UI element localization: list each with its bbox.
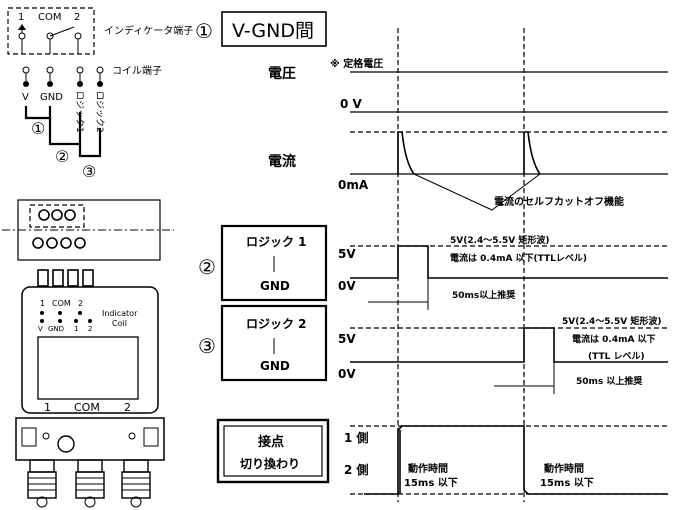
section2-note-1: 5V(2.4～5.5V 矩形波) [450,234,549,246]
section1-marker: ① [195,19,213,43]
op-time-label-b: 動作時間 [544,462,584,475]
device-top-view [2,199,174,261]
section3-marker: ③ [198,334,216,358]
front-coil-v: V [38,325,43,333]
indicator-contact-2 [74,32,82,40]
front-port-2: 2 [124,401,131,414]
op-time-value-a: 15ms 以下 [404,477,458,489]
sma-connector-com [75,459,105,508]
bracket-3 [78,128,102,158]
section2-marker: ② [198,255,216,279]
device-top-connector [29,204,85,228]
bracket-2 [48,112,82,146]
indicator-switch-arm [49,26,75,37]
front-pin-1: 1 [40,299,45,308]
section2-pulse-note: 50ms以上推奨 [452,289,516,301]
section3-box-bottom: GND [260,359,290,373]
relay-schematic: 1 COM 2 インディケータ端子 コイル端子 V [7,7,193,181]
section2-box-bottom: GND [260,279,290,293]
indicator-pin-1-label: 1 [18,12,24,23]
coil-pin-v: V [22,92,29,103]
section2-pulse [350,245,668,279]
section3-low-label: 0V [338,367,356,381]
section-logic1: ② ロジック 1 GND 5V 0V 5V(2.4～5.5V 矩形波) 電流は … [198,224,668,310]
indicator-terminal-label: インディケータ端子 [104,24,193,37]
indicator-dashed-box [7,7,95,55]
section2-box-top: ロジック 1 [246,235,307,249]
bracket-marker-1: ① [31,119,45,138]
device-mount-plate [15,417,165,461]
section-v-gnd: ① V-GND間 電圧 ※ 定格電圧 0 V 電流 0mA 電流のセルフカットオ… [195,11,668,211]
bracket-marker-3: ③ [82,162,96,181]
section2-low-label: 0V [338,279,356,293]
section2-note-2: 電流は 0.4mA 以下(TTLレベル) [450,252,587,264]
indicator-contact-1 [18,32,26,40]
indicator-com-label: COM [38,12,61,23]
section3-box [220,304,328,382]
section3-pulse [350,327,668,363]
sma-connector-1 [27,459,57,508]
sma-connector-2 [121,459,151,508]
op-time-value-b: 15ms 以下 [540,477,594,489]
section3-pulse-note: 50ms 以上推奨 [576,375,643,387]
coil-pin-gnd: GND [40,92,63,103]
section-logic2: ③ ロジック 2 GND 5V 0V 5V(2.4～5.5V 矩形波) 電流は … [198,304,668,394]
op-time-label-a: 動作時間 [408,462,448,475]
indicator-arrow-icon [18,24,26,30]
section-contact-switch: 接点 切り換わり 1 側 2 側 動作時間 15ms 以下 動作時間 15ms … [216,418,668,495]
section4-outer-box [216,418,330,484]
side1-label: 1 側 [344,430,369,445]
cutoff-envelope [413,173,541,211]
device-front-view: 1 COM 2 V GND 1 2 Indicator Coil 1 COM 2 [15,269,165,508]
device-front-body [21,286,159,414]
coil-pin-logic2: ロジック2 [94,91,105,133]
current-waveform-2 [523,131,541,175]
device-label-window [37,336,139,400]
indicator-pin-2-label: 2 [74,12,80,23]
voltage-zero-label: 0 V [340,97,363,111]
front-indicator-text: Indicator [102,309,138,318]
contact-switch-wave-1 [364,425,668,495]
bracket-marker-2: ② [55,147,69,166]
current-label: 電流 [268,153,296,170]
front-pin-com: COM [52,299,71,308]
section3-note-1: 5V(2.4～5.5V 矩形波) [562,315,661,327]
section3-high-label: 5V [338,332,356,346]
section3-note-3: (TTL レベル) [588,351,645,362]
current-zero-label: 0mA [338,178,369,192]
section3-box-top: ロジック 2 [246,317,307,331]
section4-inner-box [223,425,323,477]
section2-high-label: 5V [338,247,356,261]
section1-title-box [221,11,327,47]
coil-pin-logic1: ロジック1 [74,91,85,133]
voltage-label: 電圧 [268,65,296,82]
coil-terminal-label: コイル端子 [112,64,162,77]
section2-box [220,224,328,302]
section3-note-2: 電流は 0.4mA 以下 [572,333,656,345]
front-pin-2: 2 [78,299,83,308]
section4-box-line1: 接点 [258,434,284,450]
device-top-body [17,199,161,261]
section1-title: V-GND間 [232,20,314,42]
bracket-1 [24,106,52,120]
front-port-com: COM [74,401,100,414]
current-waveform-1 [397,131,415,175]
section4-box-line2: 切り換わり [240,456,300,471]
front-coil-text: Coil [112,319,127,328]
front-coil-1: 1 [74,325,78,333]
side2-label: 2 側 [344,462,369,477]
rated-voltage-note: ※ 定格電圧 [330,57,383,70]
front-coil-gnd: GND [48,325,64,333]
front-port-1: 1 [44,401,51,414]
cutoff-note: 電流のセルフカットオフ機能 [494,195,624,208]
front-coil-2: 2 [88,325,92,333]
coil-pins [22,66,104,87]
